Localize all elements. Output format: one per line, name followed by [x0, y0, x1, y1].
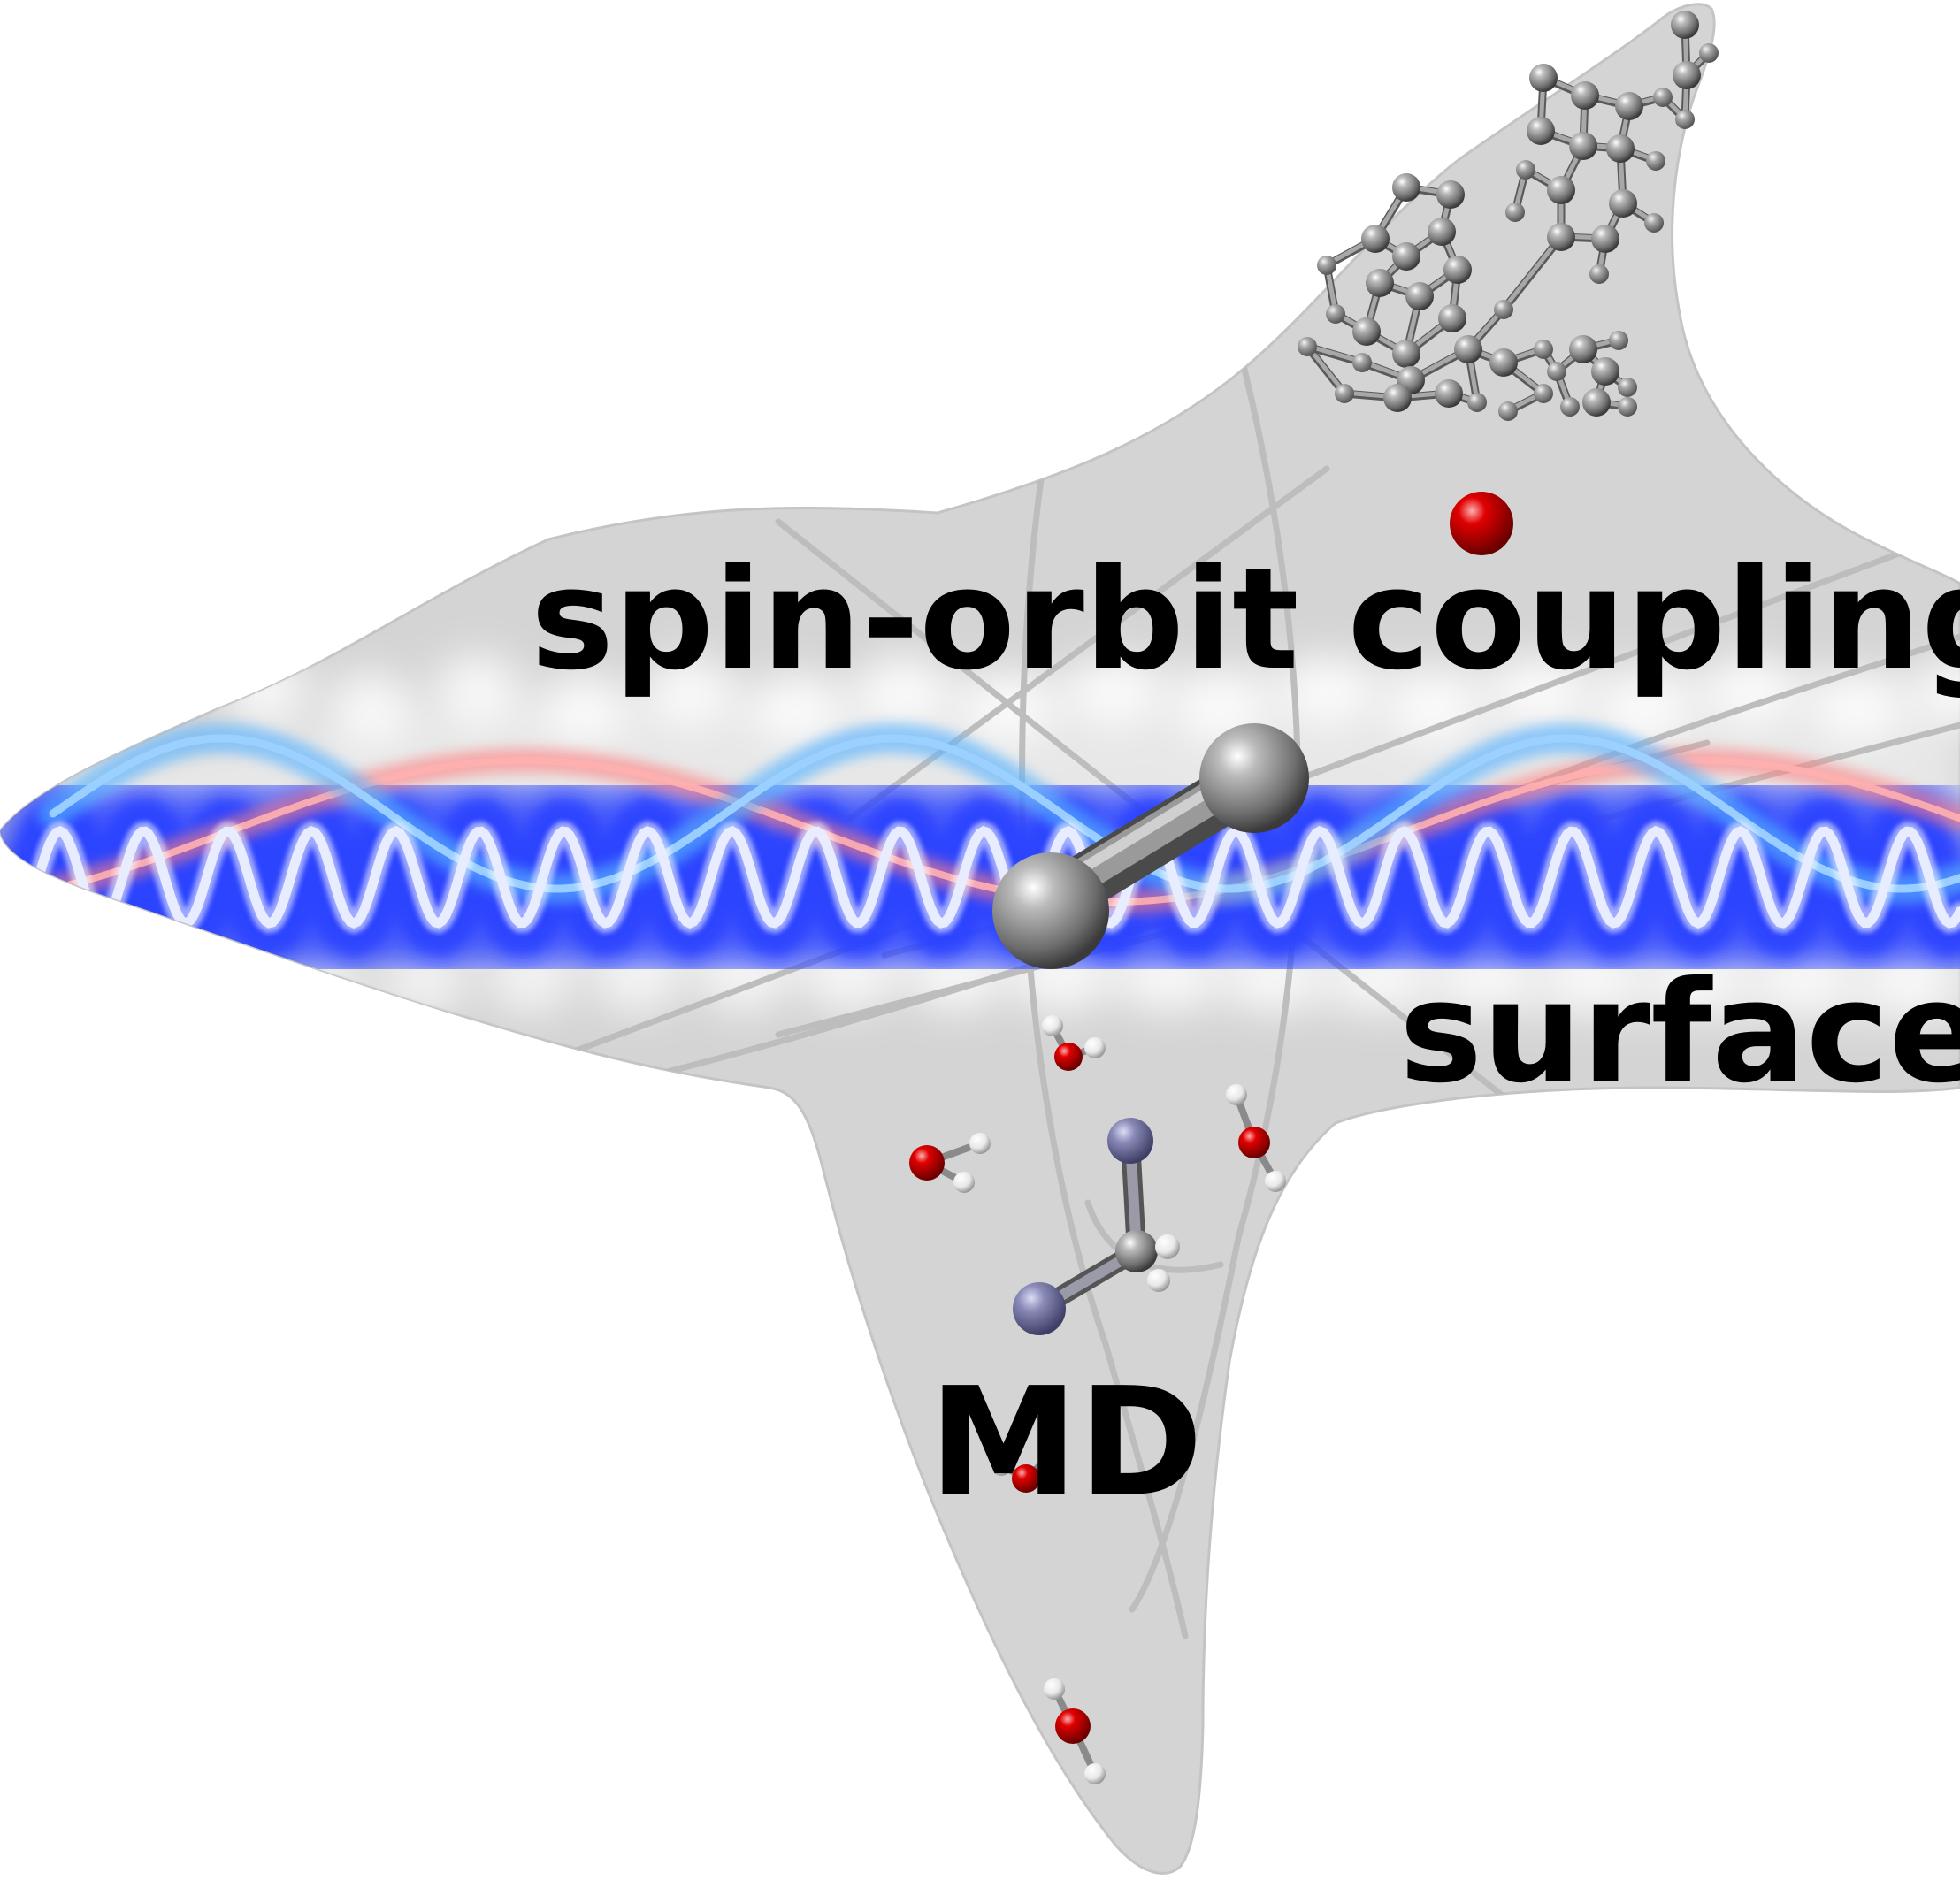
solvated-molecule-icon — [909, 1015, 1286, 1784]
surface-label: surface — [1399, 951, 1960, 1114]
md-label: MD — [929, 1356, 1203, 1531]
wave-band — [0, 723, 1960, 982]
oxygen-atom-icon — [1450, 492, 1513, 555]
organic-molecule-cluster-icon — [1298, 11, 1719, 421]
diatomic-molecule-icon — [992, 723, 1309, 969]
spin-orbit-coupling-label: spin-orbit coupling — [531, 539, 1960, 701]
